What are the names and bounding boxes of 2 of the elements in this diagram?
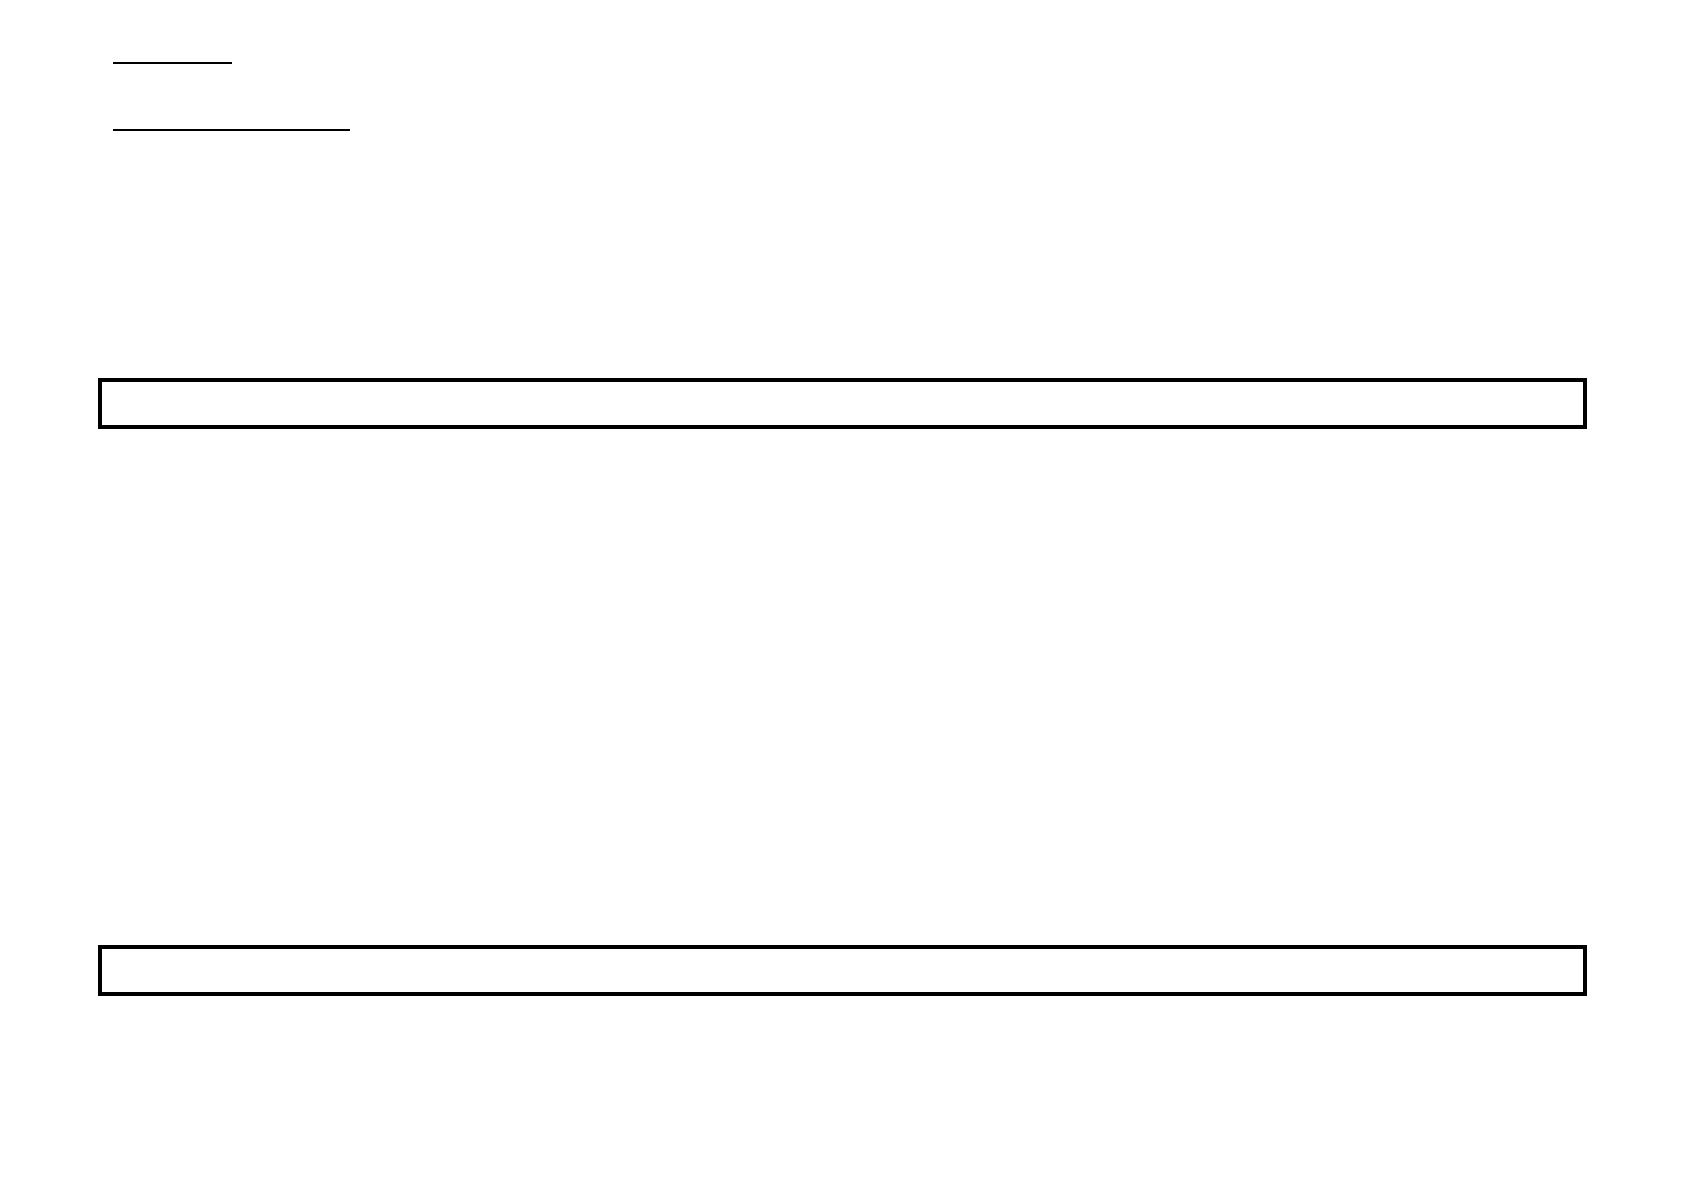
empty-box bbox=[98, 378, 1587, 429]
empty-box bbox=[98, 945, 1587, 996]
